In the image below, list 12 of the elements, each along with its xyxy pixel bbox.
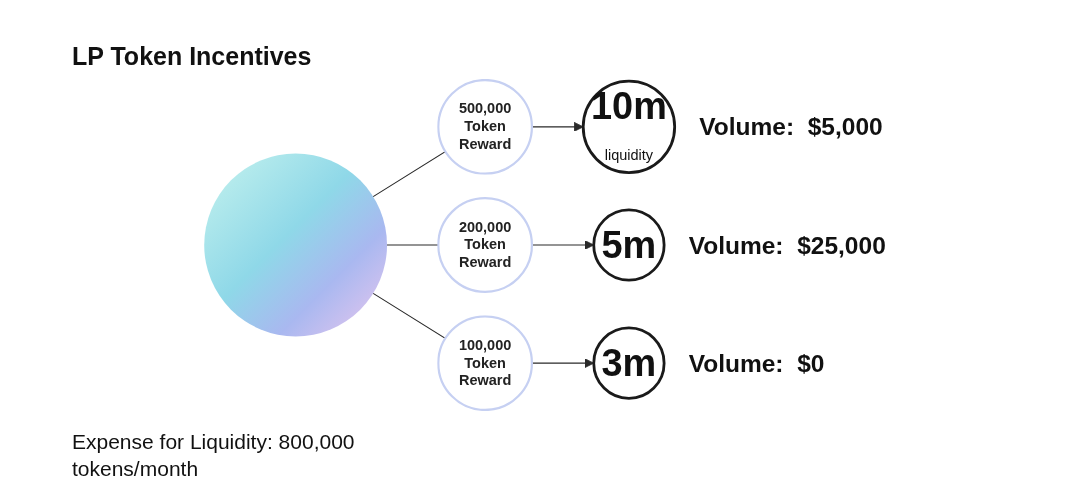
edge-label: 100,000 Token Reward	[437, 315, 534, 412]
note-text: Expense for Liquidity: 800,000 tokens/month	[72, 429, 356, 483]
node-circle: 10m liquidity	[581, 79, 677, 174]
node-circle	[204, 153, 387, 337]
diagram-title: LP Token Incentives	[72, 42, 312, 71]
volume-text: Volume: $5,000	[699, 113, 883, 141]
volume-text: Volume: $25,000	[688, 231, 886, 259]
edge-label: 500,000 Token Reward	[437, 78, 534, 175]
node-circle: 5m	[592, 208, 666, 282]
node-circle: 3m	[592, 326, 666, 400]
volume-text: Volume: $0	[688, 349, 825, 377]
edge-label: 200,000 Token Reward	[437, 197, 534, 293]
